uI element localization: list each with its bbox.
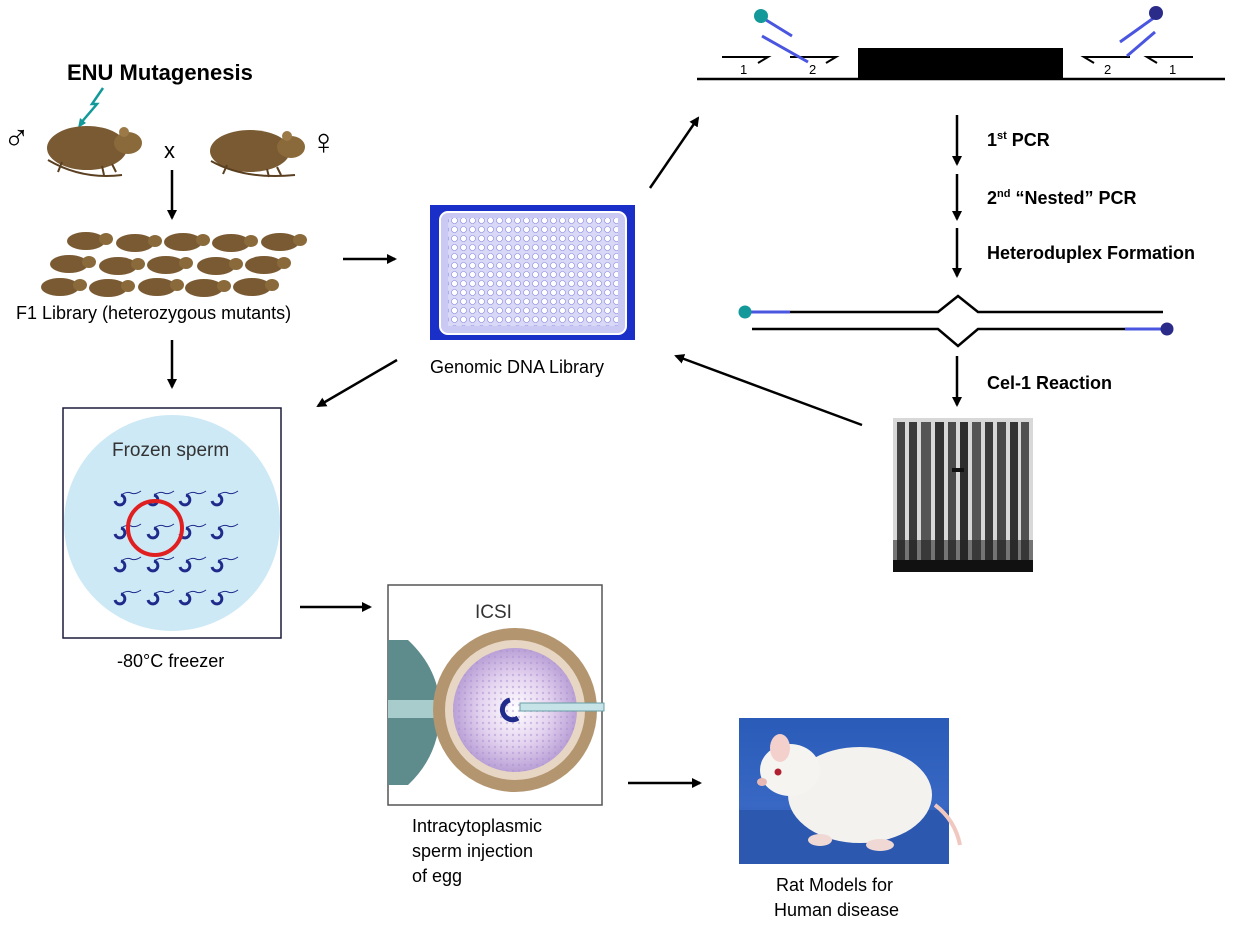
f1-library-label: F1 Library (heterozygous mutants) — [16, 303, 292, 323]
step-nested-pcr-number: 2 — [987, 188, 998, 208]
target-exon — [858, 48, 1063, 79]
female-symbol-icon: ♀ — [310, 121, 337, 162]
teal-label-dot — [754, 9, 768, 23]
primer-diagram — [697, 6, 1225, 81]
step-nested-pcr-text: “Nested” PCR — [1010, 188, 1137, 208]
primer-label-2-right: 2 — [1104, 62, 1112, 77]
primer-label-1-right: 1 — [1169, 62, 1177, 77]
frozen-sperm-title: Frozen sperm — [112, 440, 230, 461]
step-nested-pcr: 2nd “Nested” PCR — [987, 188, 1137, 209]
flow-arrows — [167, 115, 962, 788]
arrow-plate-to-sperm — [316, 358, 398, 408]
rat-models-label-line-1: Rat Models for — [776, 875, 894, 895]
icsi-label-line-2: sperm injection — [412, 841, 534, 861]
step-first-pcr-number: 1 — [987, 130, 998, 150]
icsi-label-line-3: of egg — [412, 866, 463, 886]
icsi-panel — [387, 584, 605, 806]
male-symbol-icon: ♂ — [3, 117, 30, 158]
freezer-label: -80°C freezer — [117, 651, 225, 671]
icsi-label-line-1: Intracytoplasmic — [412, 816, 543, 836]
step-nested-pcr-suffix: nd — [997, 188, 1011, 200]
arrow-gel-to-plate — [674, 354, 863, 427]
white-rat-photo — [739, 718, 962, 864]
enu-mutagenesis-title: ENU Mutagenesis — [67, 60, 253, 85]
step-cel1: Cel-1 Reaction — [987, 373, 1113, 393]
male-rat-icon — [47, 126, 142, 177]
primer-label-1-left: 1 — [740, 62, 748, 77]
gel-image — [893, 418, 1033, 572]
icsi-title: ICSI — [475, 602, 512, 623]
female-rat-icon — [210, 130, 305, 178]
frozen-sperm-panel — [62, 407, 282, 639]
step-first-pcr-text: PCR — [1006, 130, 1050, 150]
primer-label-2-left: 2 — [809, 62, 817, 77]
injection-needle-icon — [519, 702, 605, 712]
microplate-icon — [430, 205, 635, 340]
enu-arrow-icon — [78, 87, 105, 128]
step-first-pcr: 1st PCR — [987, 130, 1050, 151]
injected-sperm-icon — [499, 697, 520, 723]
step-first-pcr-suffix: st — [997, 130, 1007, 142]
arrow-plate-to-primers — [648, 116, 700, 189]
navy-label-dot — [1149, 6, 1163, 20]
selected-sperm-circle — [126, 499, 184, 557]
rat-models-label-line-2: Human disease — [774, 900, 900, 920]
genomic-dna-library-label: Genomic DNA Library — [430, 357, 605, 377]
heteroduplex-diagram — [738, 294, 1174, 348]
f1-library-rats-icon — [41, 232, 307, 297]
step-heteroduplex: Heteroduplex Formation — [987, 243, 1196, 263]
cross-symbol: x — [164, 138, 175, 163]
